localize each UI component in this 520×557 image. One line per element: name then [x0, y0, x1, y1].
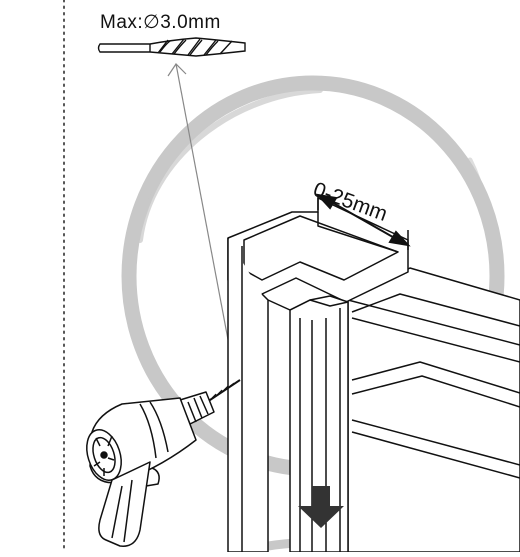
- frame-profile: [227, 197, 520, 553]
- power-drill-icon: [86, 379, 241, 547]
- down-arrow-icon: [298, 486, 344, 528]
- pointer-line: [175, 63, 237, 383]
- drill-bit-icon: [97, 37, 246, 57]
- drill-bit-max-label: Max:∅3.0mm: [100, 12, 221, 33]
- dimension-arrow-icon: [315, 193, 411, 250]
